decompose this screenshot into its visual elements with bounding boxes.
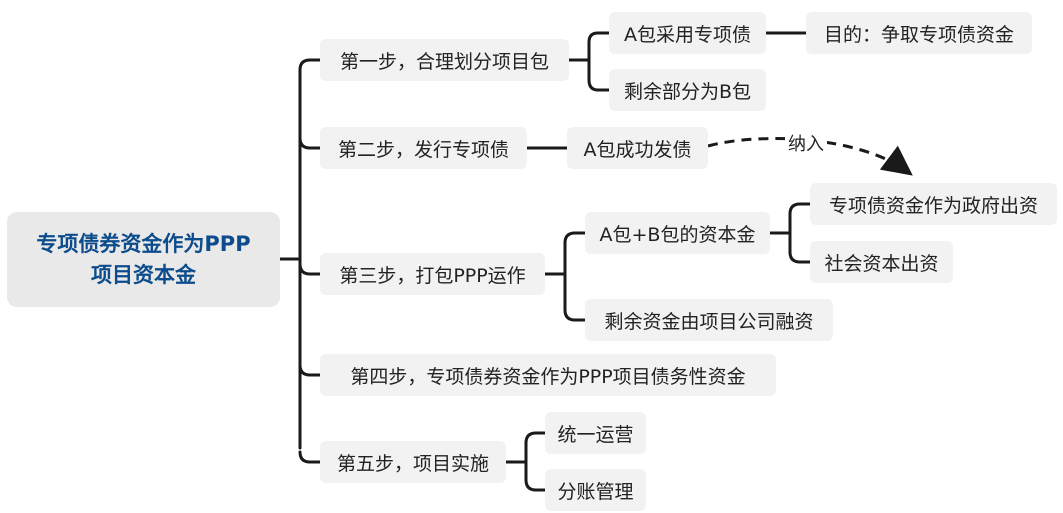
branch-social [788,250,812,264]
branch-accounting [524,478,547,492]
separate-accounting-node[interactable]: 分账管理 [545,469,646,511]
root-node[interactable]: 专项债券资金作为PPP 项目资本金 [7,212,280,307]
root-title-line2: 项目资本金 [91,262,196,287]
step4-node[interactable]: 第四步，专项债券资金作为PPP项目债务性资金 [320,354,776,396]
branch-step2 [298,136,322,150]
branch-b-package [587,78,611,92]
branch-capital [563,231,587,245]
gov-investment-node[interactable]: 专项债资金作为政府出资 [810,183,1057,225]
unified-operation-node[interactable]: 统一运营 [545,412,646,454]
social-capital-node[interactable]: 社会资本出资 [810,241,953,283]
purpose-node[interactable]: 目的：争取专项债资金 [806,12,1032,54]
a-package-issued-node[interactable]: A包成功发债 [567,127,708,169]
step5-node[interactable]: 第五步，项目实施 [320,441,506,483]
root-title-line1: 专项债券资金作为PPP [36,231,251,256]
financing-node[interactable]: 剩余资金由项目公司融资 [585,299,833,341]
step1-node[interactable]: 第一步，合理划分项目包 [320,39,569,81]
branch-operate [524,431,547,445]
step2-node[interactable]: 第二步，发行专项债 [320,127,527,169]
relation-label: 纳入 [785,130,827,156]
a-package-node[interactable]: A包采用专项债 [609,12,766,54]
step3-node[interactable]: 第三步，打包PPP运作 [320,253,545,295]
capital-node[interactable]: A包+B包的资本金 [585,212,770,254]
branch-gov [788,202,812,216]
branch-financing [563,308,587,322]
b-package-node[interactable]: 剩余部分为B包 [609,69,766,111]
branch-step1 [298,58,322,72]
branch-a-package [587,31,611,44]
branch-step4 [298,363,322,377]
branch-step3 [298,262,322,276]
branch-step5 [298,450,322,464]
